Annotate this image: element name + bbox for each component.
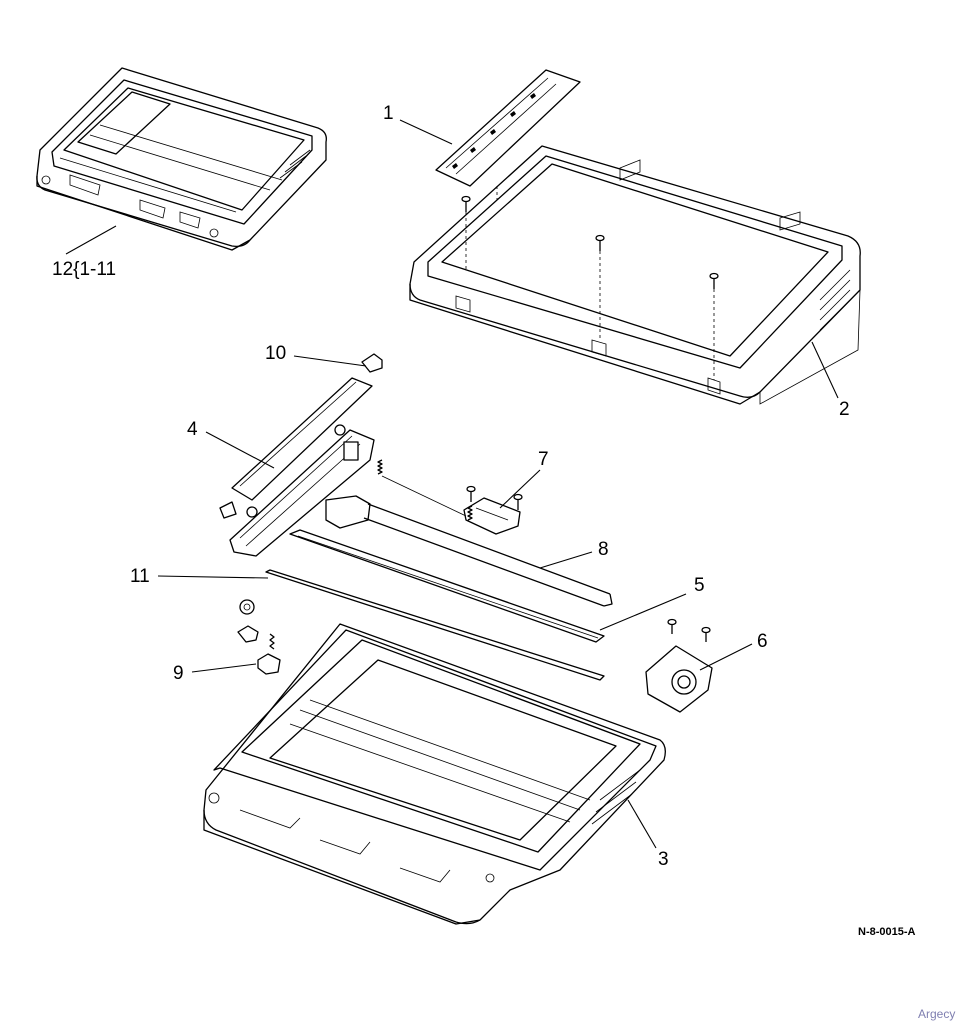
- screw-icon: [709, 272, 719, 380]
- leader-line-3: [627, 799, 657, 849]
- leader-line-8: [539, 551, 593, 569]
- screw-icon: [595, 234, 605, 340]
- part-10-clip: [361, 353, 383, 373]
- callout-2: 2: [839, 399, 850, 420]
- leader-line-7: [499, 469, 541, 509]
- document-code: N-8-0015-A: [858, 926, 916, 938]
- part-3-base-frame: [203, 623, 666, 925]
- leader-line-4: [205, 431, 275, 469]
- leader-line-12: [65, 225, 117, 255]
- part-7-bracket: [377, 459, 523, 535]
- screw-icon: [461, 195, 471, 270]
- part-8-carriage-belt: [325, 495, 613, 607]
- part-6-motor: [645, 618, 713, 713]
- screws: [461, 186, 719, 380]
- leader-lines: [65, 119, 839, 849]
- leader-line-10: [293, 355, 367, 367]
- callout-8: 8: [598, 539, 609, 560]
- callout-5: 5: [694, 575, 705, 596]
- leader-line-6: [699, 643, 753, 671]
- callout-9: 9: [173, 663, 184, 684]
- callout-7: 7: [538, 449, 549, 470]
- leader-line-11: [157, 575, 269, 579]
- callout-6: 6: [757, 631, 768, 652]
- leader-line-9: [191, 663, 257, 673]
- part-12-scanner-assembly: [36, 67, 327, 251]
- part-2-top-frame: [409, 145, 861, 405]
- part-5-belt-rail: [289, 529, 605, 643]
- callout-3: 3: [658, 849, 669, 870]
- callout-1: 1: [383, 103, 394, 124]
- part-9-gear-parts: [237, 599, 281, 675]
- callout-10: 10: [265, 343, 287, 364]
- leader-line-2: [811, 341, 839, 399]
- callout-11: 11: [130, 566, 150, 587]
- callout-12: 12{1-11: [52, 259, 117, 280]
- callout-4: 4: [187, 419, 198, 440]
- leader-line-5: [599, 593, 687, 631]
- watermark: Argecy: [918, 1007, 956, 1021]
- part-1-cover-strip: [435, 69, 581, 187]
- leader-line-1: [399, 119, 453, 145]
- part-11-guide-rod: [265, 569, 605, 681]
- part-4-rail-bar: [219, 377, 375, 557]
